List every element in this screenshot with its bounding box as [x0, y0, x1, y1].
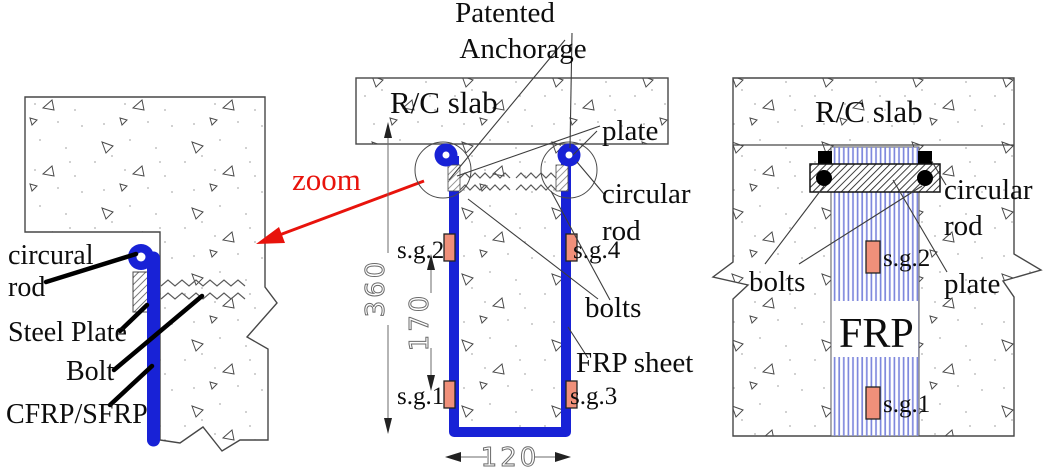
circular-rod-end-left [818, 151, 832, 164]
bolt-head-left [816, 170, 832, 186]
leader-steel-plate [117, 302, 150, 334]
circular-rod-end-right [918, 151, 932, 164]
dim-360-arrow-bottom [384, 418, 392, 434]
anchor-bolt-left-2 [459, 184, 511, 191]
label-bolts-mid: bolts [585, 292, 641, 324]
label-rod-mid: rod [602, 215, 641, 247]
leader-bolts-right [550, 190, 611, 301]
dim-120-arrow-left [445, 452, 461, 462]
leader-frp-sheet [567, 326, 589, 359]
panel-left-detail: circural rod Steel Plate Bolt CFRP/SFRP [6, 96, 278, 452]
leader-anchorage-right [569, 32, 573, 149]
label-sg2: s.g.2 [397, 237, 444, 264]
leader-anchorage-left [448, 39, 566, 181]
detail-circle-right [540, 141, 598, 199]
label-rod: rod [8, 272, 45, 303]
panel-right-elevation: R/C slab circular rod bolts plate FRP s.… [711, 77, 1043, 437]
strain-gauge-sg2 [443, 233, 456, 262]
leader-bolts-left [467, 198, 599, 300]
strain-gauge-sg4 [565, 233, 578, 262]
dim-120-arrow-right [555, 452, 571, 462]
frp-band-label-gap [832, 301, 918, 357]
strain-gauge-sg1 [443, 380, 456, 409]
label-cfrp-sfrp: CFRP/SFRP [6, 399, 148, 430]
strain-gauge-right-sg2 [865, 240, 881, 274]
panel-middle-elevation: 360 170 120 Patented Anchorage R/C slab … [355, 0, 693, 474]
label-rc-slab-right: R/C slab [815, 94, 923, 129]
leader-plate-left [456, 125, 601, 177]
leader-bolts-front-left [764, 185, 825, 265]
beam-web-concrete [459, 144, 561, 427]
dim-360-arrow-top [384, 122, 392, 138]
anchor-bolt-left-1 [459, 172, 511, 179]
bolt-thread-lower [160, 292, 246, 300]
label-circural: circural [8, 240, 94, 271]
dim-360-text: 360 [361, 259, 391, 318]
strain-gauge-right-sg1 [865, 386, 881, 420]
dim-170-text: 170 [405, 293, 435, 352]
leader-cfrp [107, 363, 155, 408]
label-rc-slab-mid: R/C slab [390, 85, 498, 120]
frp-sheet-u-wrap [449, 156, 571, 437]
zoom-callout: zoom [256, 162, 425, 244]
zoom-text: zoom [292, 162, 361, 197]
zoom-arrow-line [273, 179, 425, 239]
dim-120-text: 120 [481, 443, 540, 473]
label-bolt: Bolt [66, 356, 114, 387]
strain-gauge-sg3 [565, 380, 578, 409]
label-circular-right: circular [944, 174, 1033, 206]
dim-170-arrow-top [427, 254, 435, 270]
label-right-sg2: s.g.2 [883, 245, 930, 272]
label-steel-plate: Steel Plate [8, 317, 127, 348]
bolt-thread-upper [160, 279, 246, 287]
anchor-plate-left-hatch [448, 165, 460, 191]
label-bolts-right: bolts [749, 266, 805, 298]
steel-plate-hatch [133, 272, 150, 312]
label-circular-mid: circular [602, 178, 691, 210]
leader-bolts-front-right [798, 185, 923, 265]
leader-circular-rod-mid [576, 161, 605, 195]
label-rod-right: rod [944, 210, 983, 242]
title-anchorage: Anchorage [459, 33, 586, 65]
label-plate-right: plate [944, 268, 1000, 300]
rc-slab-section [355, 77, 669, 145]
label-frp: FRP [839, 311, 914, 357]
bolt-head-right [917, 170, 933, 186]
circular-rod-hole [136, 252, 146, 262]
label-plate-mid: plate [602, 115, 658, 147]
leader-circular-rod [43, 251, 139, 285]
label-sg3: s.g.3 [570, 383, 617, 410]
dim-170-arrow-bottom [427, 375, 435, 391]
leader-bolt [111, 293, 205, 373]
circular-rod-left-hole [442, 151, 450, 159]
label-sg4: s.g.4 [573, 237, 621, 264]
title-patented: Patented [455, 0, 555, 29]
anchor-bolt-right-1 [515, 172, 557, 179]
anchor-plate-right-hatch [556, 165, 568, 191]
leader-plate-right [572, 130, 598, 156]
detail-circle-left [414, 141, 472, 199]
leader-plate-front [892, 179, 948, 273]
zoom-arrowhead [256, 227, 285, 244]
circular-rod-right-hole [565, 151, 573, 159]
label-sg1: s.g.1 [397, 383, 444, 410]
leader-circular-rod-front [930, 159, 947, 186]
label-right-sg1: s.g.1 [883, 391, 930, 418]
label-frp-sheet: FRP sheet [576, 347, 693, 379]
anchor-bolt-right-2 [515, 184, 557, 191]
